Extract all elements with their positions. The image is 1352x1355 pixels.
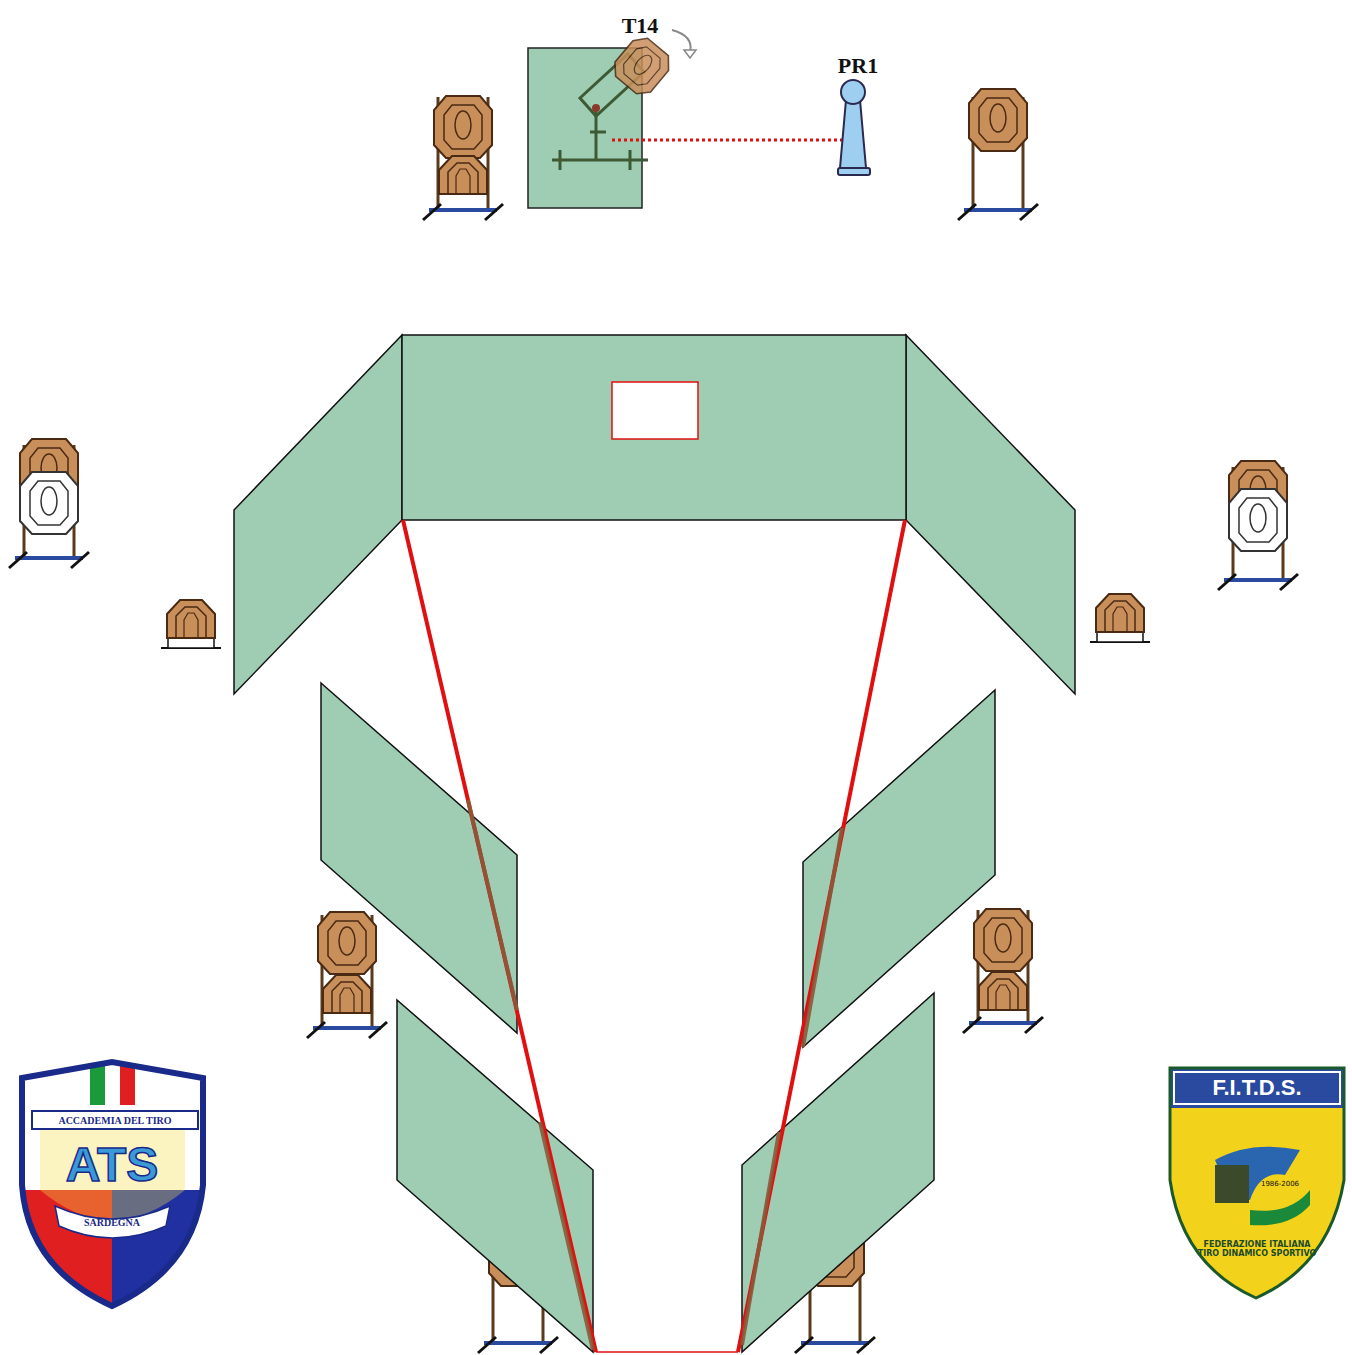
logo-text: F.I.T.D.S. [1212, 1076, 1301, 1100]
logo-text: FEDERAZIONE ITALIANA TIRO DINAMICO SPORT… [1197, 1241, 1317, 1259]
target-label: T14 [622, 14, 659, 38]
logo-text: ATS [66, 1139, 158, 1192]
logo-text: SARDEGNA [84, 1217, 140, 1228]
logo-text: 1986-2006 [1261, 1181, 1299, 1189]
popper-label: PR1 [838, 54, 878, 78]
logo-text: ACCADEMIA DEL TIRO [58, 1115, 171, 1126]
